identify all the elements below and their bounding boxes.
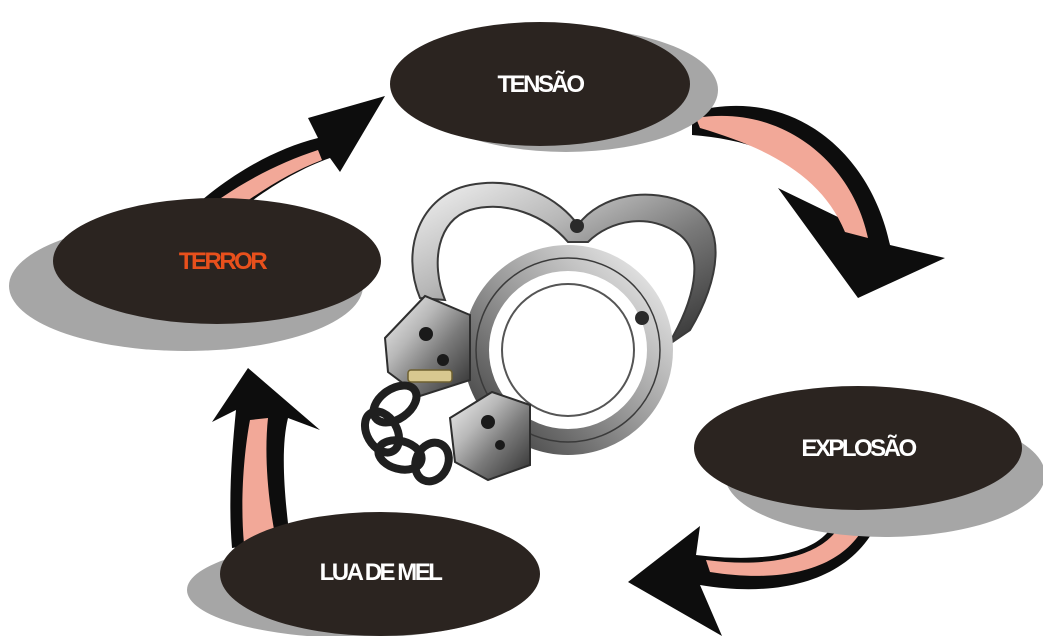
arrow-tensao-to-explosao [692, 106, 945, 298]
node-label-terror: TERROR [179, 248, 268, 275]
node-explosao: EXPLOSÃO [694, 386, 1043, 537]
heart-shaped-handcuffs-icon [358, 183, 716, 487]
node-label-explosao: EXPLOSÃO [801, 434, 916, 462]
node-label-tensao: TENSÃO [497, 70, 584, 98]
node-label-lua-de-mel: LUA DE MEL [320, 559, 443, 586]
node-tensao: TENSÃO [390, 22, 718, 152]
node-terror: TERROR [9, 198, 381, 351]
